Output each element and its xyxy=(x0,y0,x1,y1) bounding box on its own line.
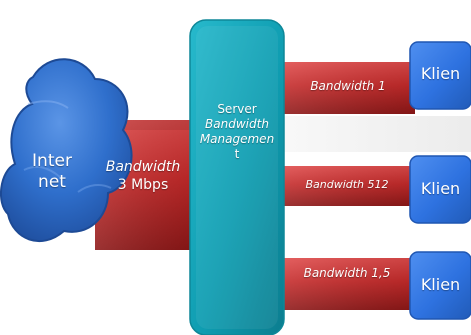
branch-link-label-2: Bandwidth 512 xyxy=(305,178,389,191)
server-label-line-1: Server xyxy=(217,102,257,116)
client-box-2 xyxy=(409,155,471,224)
main-link-label-line-2: 3 Mbps xyxy=(117,176,169,193)
branch-pipe-3 xyxy=(282,258,415,310)
server-label-line-4: t xyxy=(234,147,240,161)
internet-label: Inter net xyxy=(28,151,76,194)
client-box-1 xyxy=(409,41,471,110)
internet-cloud-icon xyxy=(0,58,133,242)
branch-link-label-1: Bandwidth 1 xyxy=(310,79,386,93)
internet-label-line-1: Inter xyxy=(32,151,72,171)
main-link-label: Bandwidth 3 Mbps xyxy=(99,159,187,194)
client-label-1: Klien xyxy=(420,64,461,83)
client-box-3 xyxy=(409,251,471,320)
main-link-label-line-1: Bandwidth xyxy=(105,159,181,175)
background-band xyxy=(272,116,471,152)
client-label-2: Klien xyxy=(420,179,461,198)
internet-label-line-2: net xyxy=(38,172,66,193)
branch-link-label-3: Bandwidth 1,5 xyxy=(303,266,391,280)
branch-pipe-1 xyxy=(282,62,415,114)
server-label-line-2: Bandwidth xyxy=(205,117,269,131)
server-box xyxy=(189,19,285,335)
server-label-line-3: Managemen xyxy=(199,132,275,146)
client-label-3: Klien xyxy=(420,275,461,294)
server-label: Server Bandwidth Managemen t xyxy=(193,102,281,162)
branch-pipe-2 xyxy=(282,166,415,206)
